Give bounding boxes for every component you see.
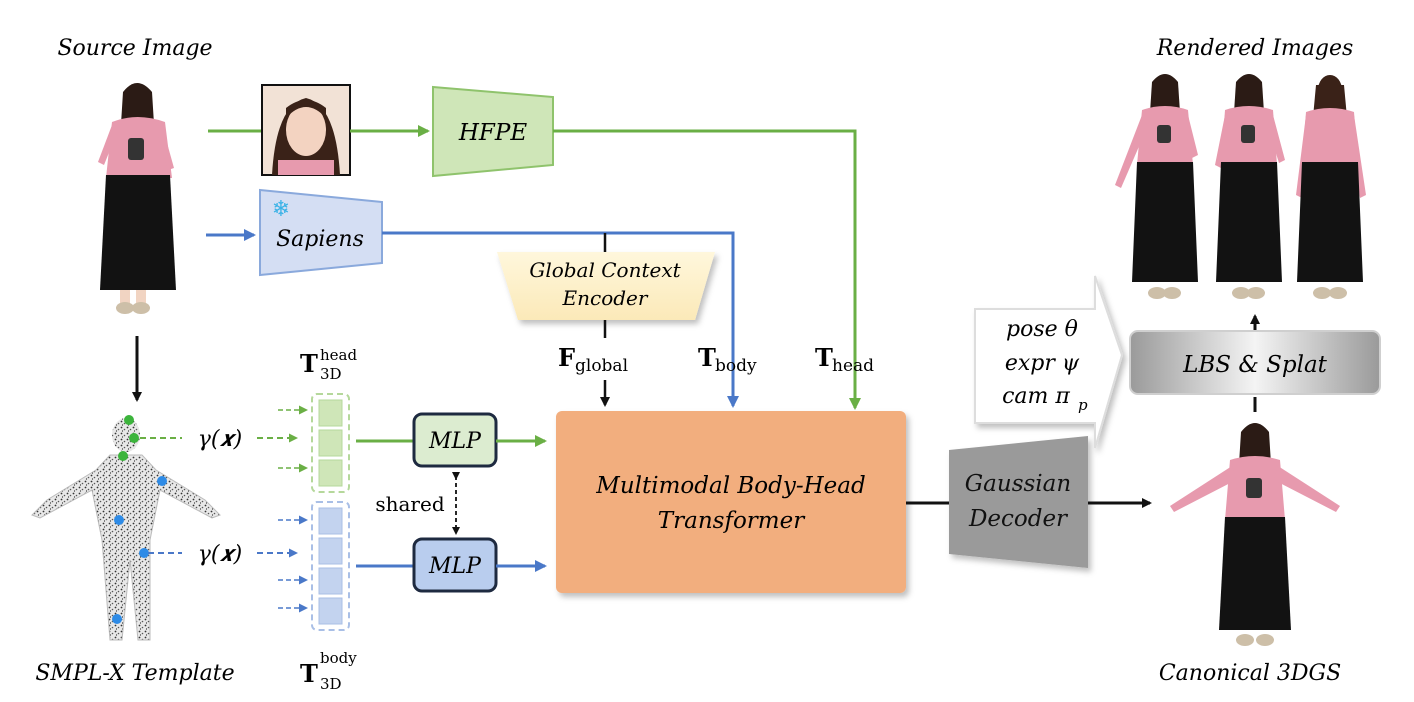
t3d-head-sub: 3D xyxy=(320,365,342,383)
sapiens-module xyxy=(259,188,383,277)
gaussian-decoder xyxy=(949,436,1088,568)
t3d-head-base: T xyxy=(300,349,318,378)
snowflake-icon: ❄ xyxy=(272,197,290,222)
face-crop-image xyxy=(261,84,351,176)
gce-label-line1: Global Context xyxy=(529,258,681,282)
param-pose: pose θ xyxy=(1006,317,1078,342)
t-body-base: T xyxy=(698,343,716,372)
transformer-label-line1: Multimodal Body-Head xyxy=(595,473,865,499)
gamma-head-label: γ(𝒙) xyxy=(198,427,242,452)
param-cam-base: cam π xyxy=(1002,384,1070,409)
smplx-template-mesh xyxy=(31,415,221,641)
source-image-label: Source Image xyxy=(57,36,212,61)
sapiens-to-transformer-arrow xyxy=(382,231,739,408)
smplx-template-label: SMPL-X Template xyxy=(35,661,234,686)
hfpe-label: HFPE xyxy=(458,120,527,146)
lbs-splat-label: LBS & Splat xyxy=(1182,352,1328,378)
gce-label-line2: Encoder xyxy=(562,286,649,310)
source-image xyxy=(98,83,176,314)
rendered-images xyxy=(1115,74,1366,299)
t3d-body-base: T xyxy=(300,659,318,688)
head-token-stack xyxy=(311,393,350,493)
decoder-label-line1: Gaussian xyxy=(965,471,1071,497)
param-expr: expr ψ xyxy=(1005,351,1080,376)
mlp-head-label: MLP xyxy=(428,429,482,454)
f-global-base: F xyxy=(558,343,575,372)
sapiens-label: Sapiens xyxy=(276,227,364,252)
mlp-body-label: MLP xyxy=(428,554,482,579)
t3d-head-sup: head xyxy=(320,346,357,364)
hfpe-module xyxy=(432,85,554,178)
parameters-arrow xyxy=(974,275,1124,449)
t3d-body-sup: body xyxy=(320,649,357,667)
decoder-label-line2: Decoder xyxy=(968,506,1069,532)
param-cam-sub: p xyxy=(1078,396,1088,414)
body-token-stack xyxy=(311,501,350,631)
canonical-3dgs-label: Canonical 3DGS xyxy=(1159,661,1341,686)
transformer-label-line2: Transformer xyxy=(658,508,806,534)
multimodal-transformer xyxy=(556,411,906,593)
f-global-sub: global xyxy=(575,356,628,376)
shared-label: shared xyxy=(375,492,444,516)
global-context-encoder xyxy=(497,252,715,320)
gamma-body-label: γ(𝒙) xyxy=(198,542,242,567)
t3d-body-sub: 3D xyxy=(320,675,342,693)
t-body-sub: body xyxy=(715,356,757,376)
rendered-images-label: Rendered Images xyxy=(1156,36,1354,61)
canonical-3dgs-image xyxy=(1170,423,1340,646)
t-head-sub: head xyxy=(832,356,874,376)
lbs-splat-module xyxy=(1129,330,1381,395)
hfpe-to-transformer-arrow xyxy=(553,129,861,410)
t-head-base: T xyxy=(815,343,833,372)
